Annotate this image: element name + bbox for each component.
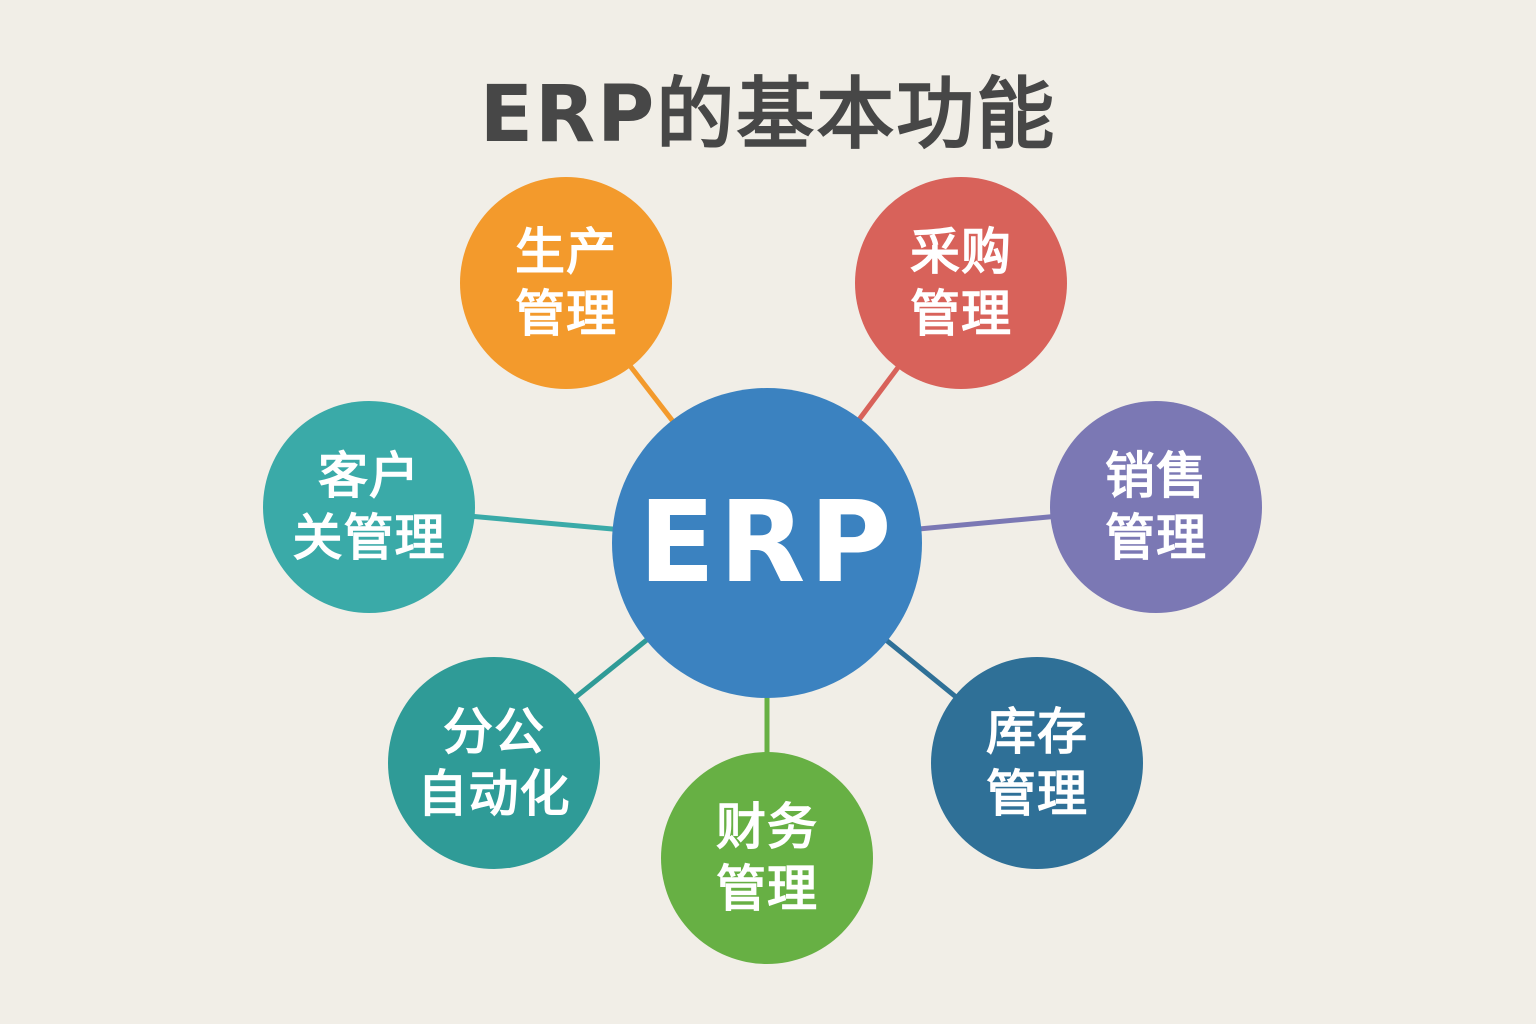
node-label-line2: 自动化 — [417, 765, 571, 823]
diagram-title: ERP的基本功能 — [479, 70, 1057, 160]
node-purchasing: 采购管理 — [855, 177, 1067, 389]
node-sales: 销售管理 — [1050, 401, 1262, 613]
node-inventory: 库存管理 — [931, 657, 1143, 869]
node-label-line2: 关管理 — [292, 509, 446, 567]
node-label-line2: 管理 — [515, 285, 617, 343]
node-label-line1: 采购 — [910, 223, 1012, 281]
node-label-line2: 管理 — [716, 860, 818, 918]
node-label-line1: 生产 — [515, 223, 617, 281]
erp-center-label: ERP — [638, 478, 896, 608]
node-crm: 客户关管理 — [263, 401, 475, 613]
node-office-automation: 分公自动化 — [388, 657, 600, 869]
node-label-line1: 客户 — [318, 447, 420, 505]
node-label-line2: 管理 — [986, 765, 1088, 823]
node-label-line2: 管理 — [1105, 509, 1207, 567]
node-label-line1: 分公 — [443, 703, 545, 761]
node-label-line1: 财务 — [716, 798, 818, 856]
erp-center-node: ERP — [612, 388, 922, 698]
node-production: 生产管理 — [460, 177, 672, 389]
node-label-line1: 库存 — [986, 703, 1088, 761]
node-label-line1: 销售 — [1105, 447, 1207, 505]
node-label-line2: 管理 — [910, 285, 1012, 343]
node-finance: 财务管理 — [661, 752, 873, 964]
